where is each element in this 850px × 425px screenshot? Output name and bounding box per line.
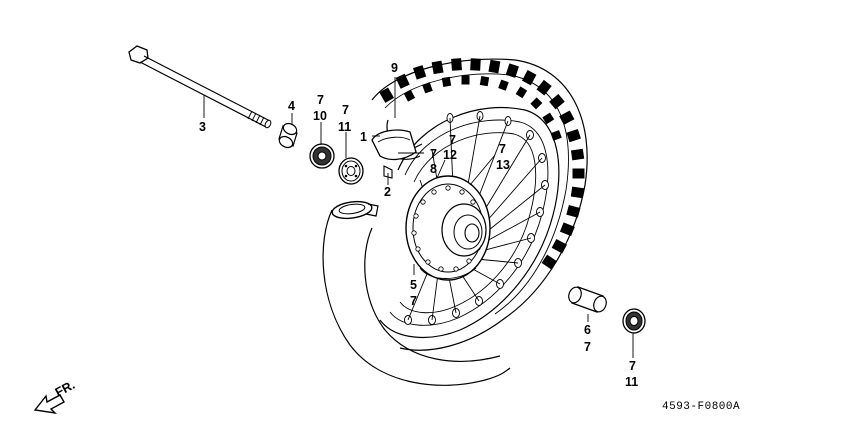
callout-5: 5 [410,278,417,292]
callout-7-spoke: 7 [430,147,437,161]
callout-11-left: 11 [338,120,351,134]
callout-10: 10 [313,109,327,123]
callout-7-spoke-a: 7 [449,133,456,147]
front-arrow-icon [33,394,65,415]
callout-13: 13 [496,158,510,172]
leader-lines [203,77,634,358]
front-hub-part [405,175,491,281]
callout-12: 12 [443,148,457,162]
diagram-reference-code: 4593-F0800A [662,401,740,413]
callout-4: 4 [288,99,295,113]
right-bearing-part [622,308,646,334]
callout-7-bearing-right: 7 [629,359,636,373]
callout-labels: 3 4 7 10 7 11 9 1 7 8 2 7 12 7 13 5 7 6 … [199,61,638,389]
tire-tread-blocks [379,58,585,270]
axle-part [128,45,272,129]
callout-2: 2 [384,185,391,199]
left-bearing-part [338,157,364,185]
callout-9: 9 [391,61,398,75]
callout-7-seal: 7 [317,93,324,107]
left-collar-part [278,122,298,149]
callout-1: 1 [360,130,367,144]
front-direction-indicator: FR. [33,378,77,415]
rim-band-part [371,129,417,179]
callout-7-bearing-left: 7 [342,103,349,117]
wheel-rim-part [379,106,560,339]
callout-8: 8 [430,162,437,176]
callout-7-hub: 7 [410,294,417,308]
dust-seal-part [309,143,335,169]
right-collar-part [568,286,607,313]
callout-3: 3 [199,120,206,134]
callout-11-right: 11 [625,375,638,389]
callout-7-spoke-b: 7 [499,142,506,156]
callout-7-collar: 7 [584,340,591,354]
inner-tube-part [322,200,511,386]
callout-6: 6 [584,323,591,337]
